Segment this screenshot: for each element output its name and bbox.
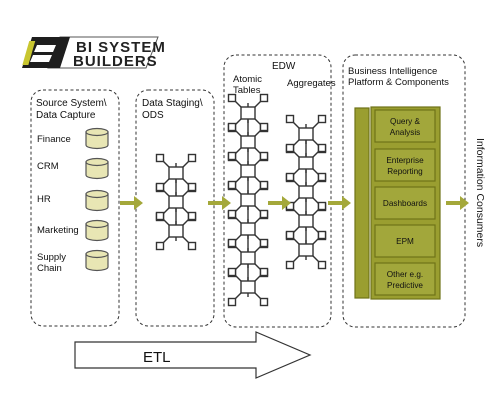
bi-component-box — [374, 109, 436, 143]
arrow-bi-to-consumers — [446, 196, 469, 210]
bi-component-label: Predictive — [387, 281, 423, 290]
flow-arrows — [120, 196, 469, 210]
logo-line2: BUILDERS — [73, 53, 158, 70]
bi-component-label: EPM — [396, 237, 414, 246]
bi-title-line2: Platform & Components — [348, 77, 449, 88]
arrow-source-to-staging — [120, 196, 143, 210]
source-title-line1: Source System\ — [36, 98, 107, 109]
logo: BI SYSTEM BUILDERS — [22, 36, 166, 70]
source-items: Finance CRM HR Marketing Supply Chain — [37, 134, 79, 274]
source-title-line2: Data Capture — [36, 110, 96, 121]
staging-title-line2: ODS — [142, 110, 164, 121]
source-item-hr: HR — [37, 194, 51, 205]
atomic-tables-node-graph — [227, 93, 269, 307]
bi-component-3: Dashboards — [374, 186, 436, 220]
source-item-marketing: Marketing — [37, 225, 79, 236]
database-icon-crm — [85, 157, 109, 180]
bi-component-label: Dashboards — [383, 199, 427, 208]
etl-arrow-shape — [74, 331, 312, 379]
source-item-supply-line2: Chain — [37, 263, 62, 274]
edw-aggregates: Aggregates — [287, 78, 336, 89]
etl-arrow: ETL — [74, 331, 312, 379]
bi-title-line1: Business Intelligence — [348, 66, 437, 77]
staging-title-line1: Data Staging\ — [142, 98, 203, 109]
bi-component-box — [374, 262, 436, 296]
edw-atomic-line2: Tables — [233, 85, 261, 96]
information-consumers-label: Information Consumers — [474, 138, 486, 247]
bi-components: Query & AnalysisEnterpriseReportingDashbo… — [374, 109, 436, 296]
bi-component-5: Other e.g. Predictive — [374, 262, 436, 296]
bi-component-label: Enterprise — [386, 156, 424, 165]
bi-component-box — [374, 148, 436, 182]
arrow-atomic-to-aggregates — [268, 196, 291, 210]
edw-atomic-line1: Atomic — [233, 74, 262, 85]
database-icon-marketing — [85, 219, 109, 242]
bi-platform-bar — [354, 107, 370, 299]
bi-component-4: EPM — [374, 224, 436, 258]
bi-component-label: Analysis — [390, 128, 421, 137]
data-model-nodes — [155, 93, 327, 307]
arrow-edw-to-bi — [328, 196, 351, 210]
b-monogram-logo-icon — [22, 37, 70, 68]
database-icon-finance — [85, 127, 109, 150]
bi-component-box — [374, 224, 436, 258]
aggregates-node-graph — [285, 114, 327, 270]
staging-node-graph — [155, 153, 197, 251]
bi-component-label: Query & — [390, 117, 421, 126]
database-icon-supply-chain — [85, 249, 109, 272]
bi-component-box — [374, 186, 436, 220]
bi-component-label: Reporting — [387, 167, 423, 176]
bi-component-1: Query & Analysis — [374, 109, 436, 143]
logo-line1: BI SYSTEM — [76, 39, 166, 56]
bi-component-label: Other e.g. — [387, 270, 423, 279]
source-item-supply-line1: Supply — [37, 252, 66, 263]
source-item-finance: Finance — [37, 134, 71, 145]
edw-title: EDW — [272, 61, 296, 72]
arrow-staging-to-edw — [208, 196, 231, 210]
source-item-crm: CRM — [37, 161, 59, 172]
etl-label: ETL — [143, 349, 171, 366]
database-icon-hr — [85, 189, 109, 212]
database-cylinders — [85, 127, 109, 272]
